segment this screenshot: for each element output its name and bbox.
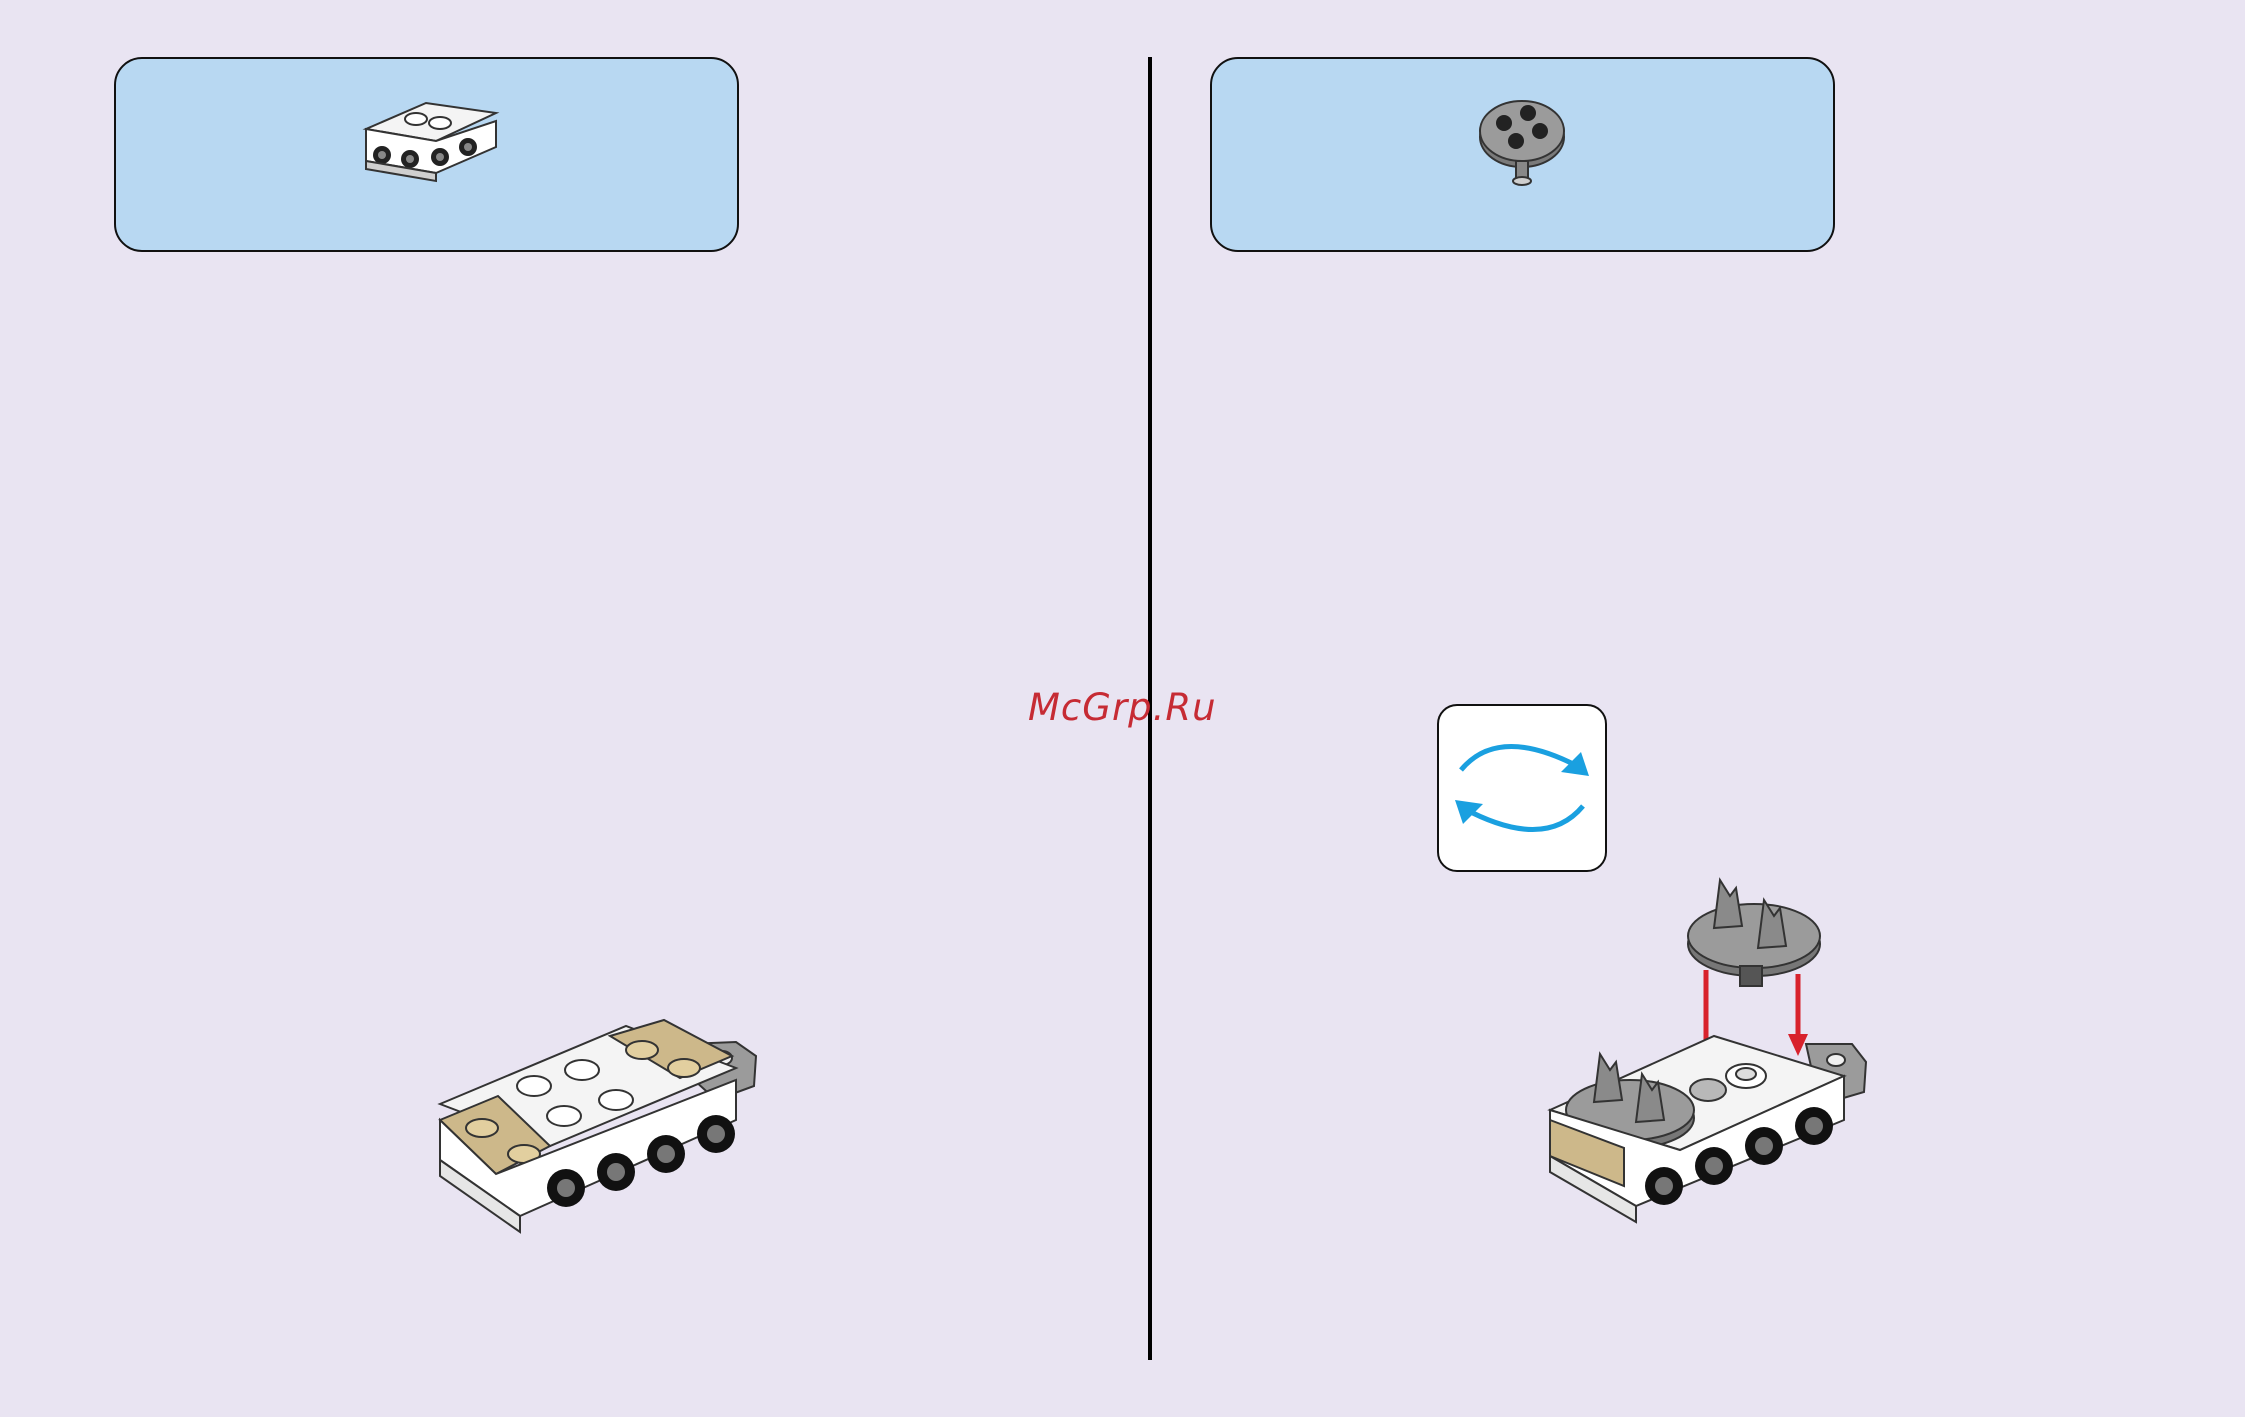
bracket-1x2-2x4-icon (356, 89, 506, 199)
watermark-text: McGrp.Ru (1028, 686, 1217, 729)
rotate-model-box (1437, 704, 1607, 872)
attach-round-plate-illustration (1544, 866, 1874, 1246)
bracket-assembly-illustration (436, 1020, 766, 1250)
rotate-model-icon (1439, 706, 1605, 870)
parts-list-box-right (1210, 57, 1835, 252)
round-plate-with-clips-icon (1472, 89, 1572, 189)
parts-list-box-left (114, 57, 739, 252)
